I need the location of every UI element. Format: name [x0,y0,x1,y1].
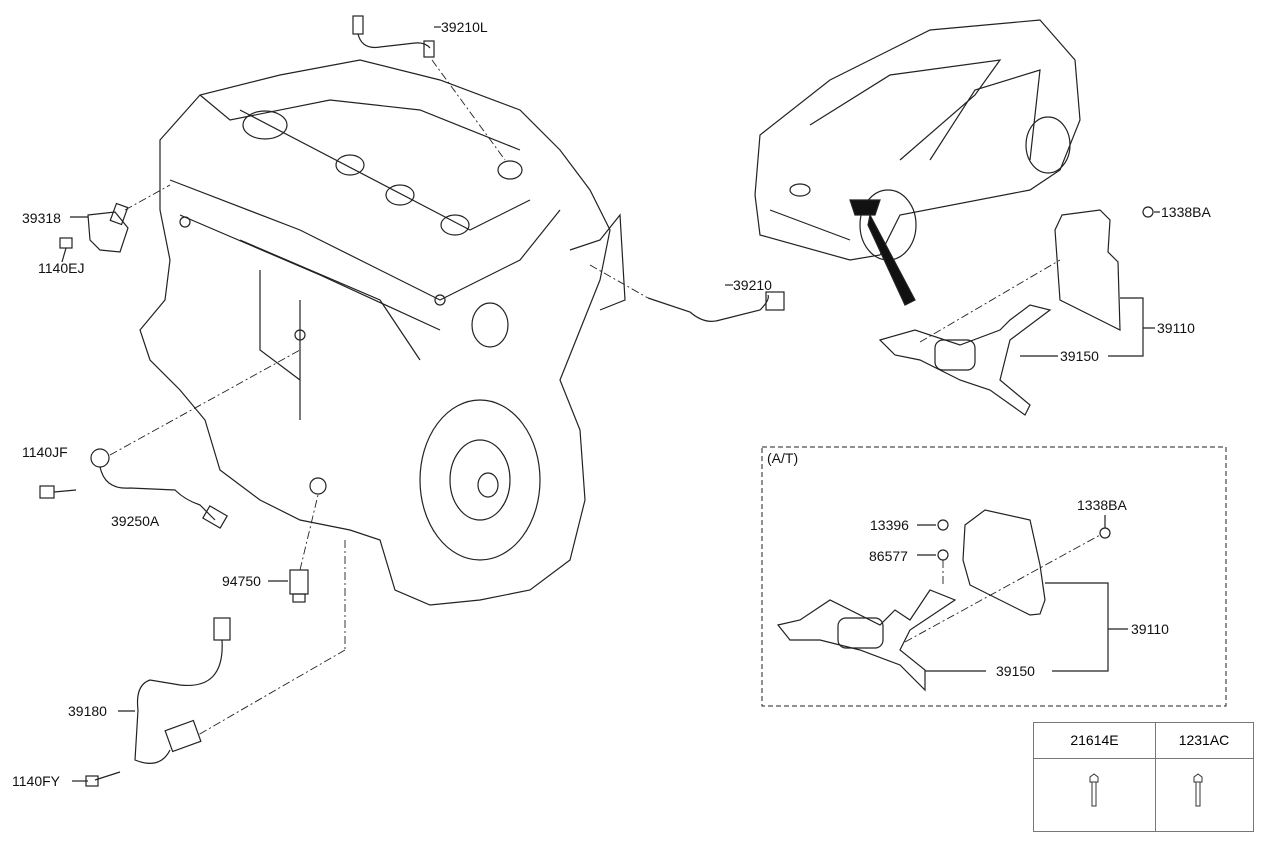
label-1140FY: 1140FY [12,773,60,789]
leader-lines [109,59,1101,736]
at-box [761,446,1227,707]
oxygen-sensor-lower-drawing [647,284,785,322]
fastener-part-number: 1231AC [1155,723,1253,759]
at-section-title: (A/T) [767,450,799,466]
engine-illustration [139,59,626,606]
oil-pressure-switch-drawing [268,569,309,603]
label-39150: 39150 [1060,348,1099,364]
label-39250A: 39250A [111,513,160,529]
ecu-upper-drawing [878,206,1160,416]
crank-sensor-drawing [72,617,231,787]
ecu-at-drawing [776,509,1128,692]
label-39110-at: 39110 [1131,621,1169,637]
label-1140EJ: 1140EJ [38,260,85,276]
label-39318: 39318 [22,210,61,226]
bolt-icon [1089,773,1099,807]
fastener-column: 1231AC [1155,723,1253,831]
label-1338BA: 1338BA [1161,204,1211,220]
car-illustration [754,19,1081,306]
label-39150-at: 39150 [996,663,1035,679]
label-39180: 39180 [68,703,107,719]
knock-sensor-drawing [39,448,228,529]
label-39110: 39110 [1157,320,1195,336]
label-39210L: 39210L [441,19,488,35]
label-94750: 94750 [222,573,261,589]
label-1140JF: 1140JF [22,444,68,460]
fastener-column: 21614E [1034,723,1156,831]
fastener-part-number: 21614E [1034,723,1155,759]
label-13396: 13396 [870,517,909,533]
label-39210: 39210 [733,277,772,293]
label-1338BA-at: 1338BA [1077,497,1127,513]
bolt-icon [1193,773,1203,807]
label-86577: 86577 [869,548,908,564]
oxygen-sensor-upper-drawing [352,15,441,58]
cam-sensor-drawing [59,202,129,263]
fastener-table: 21614E 1231AC [1033,722,1254,832]
